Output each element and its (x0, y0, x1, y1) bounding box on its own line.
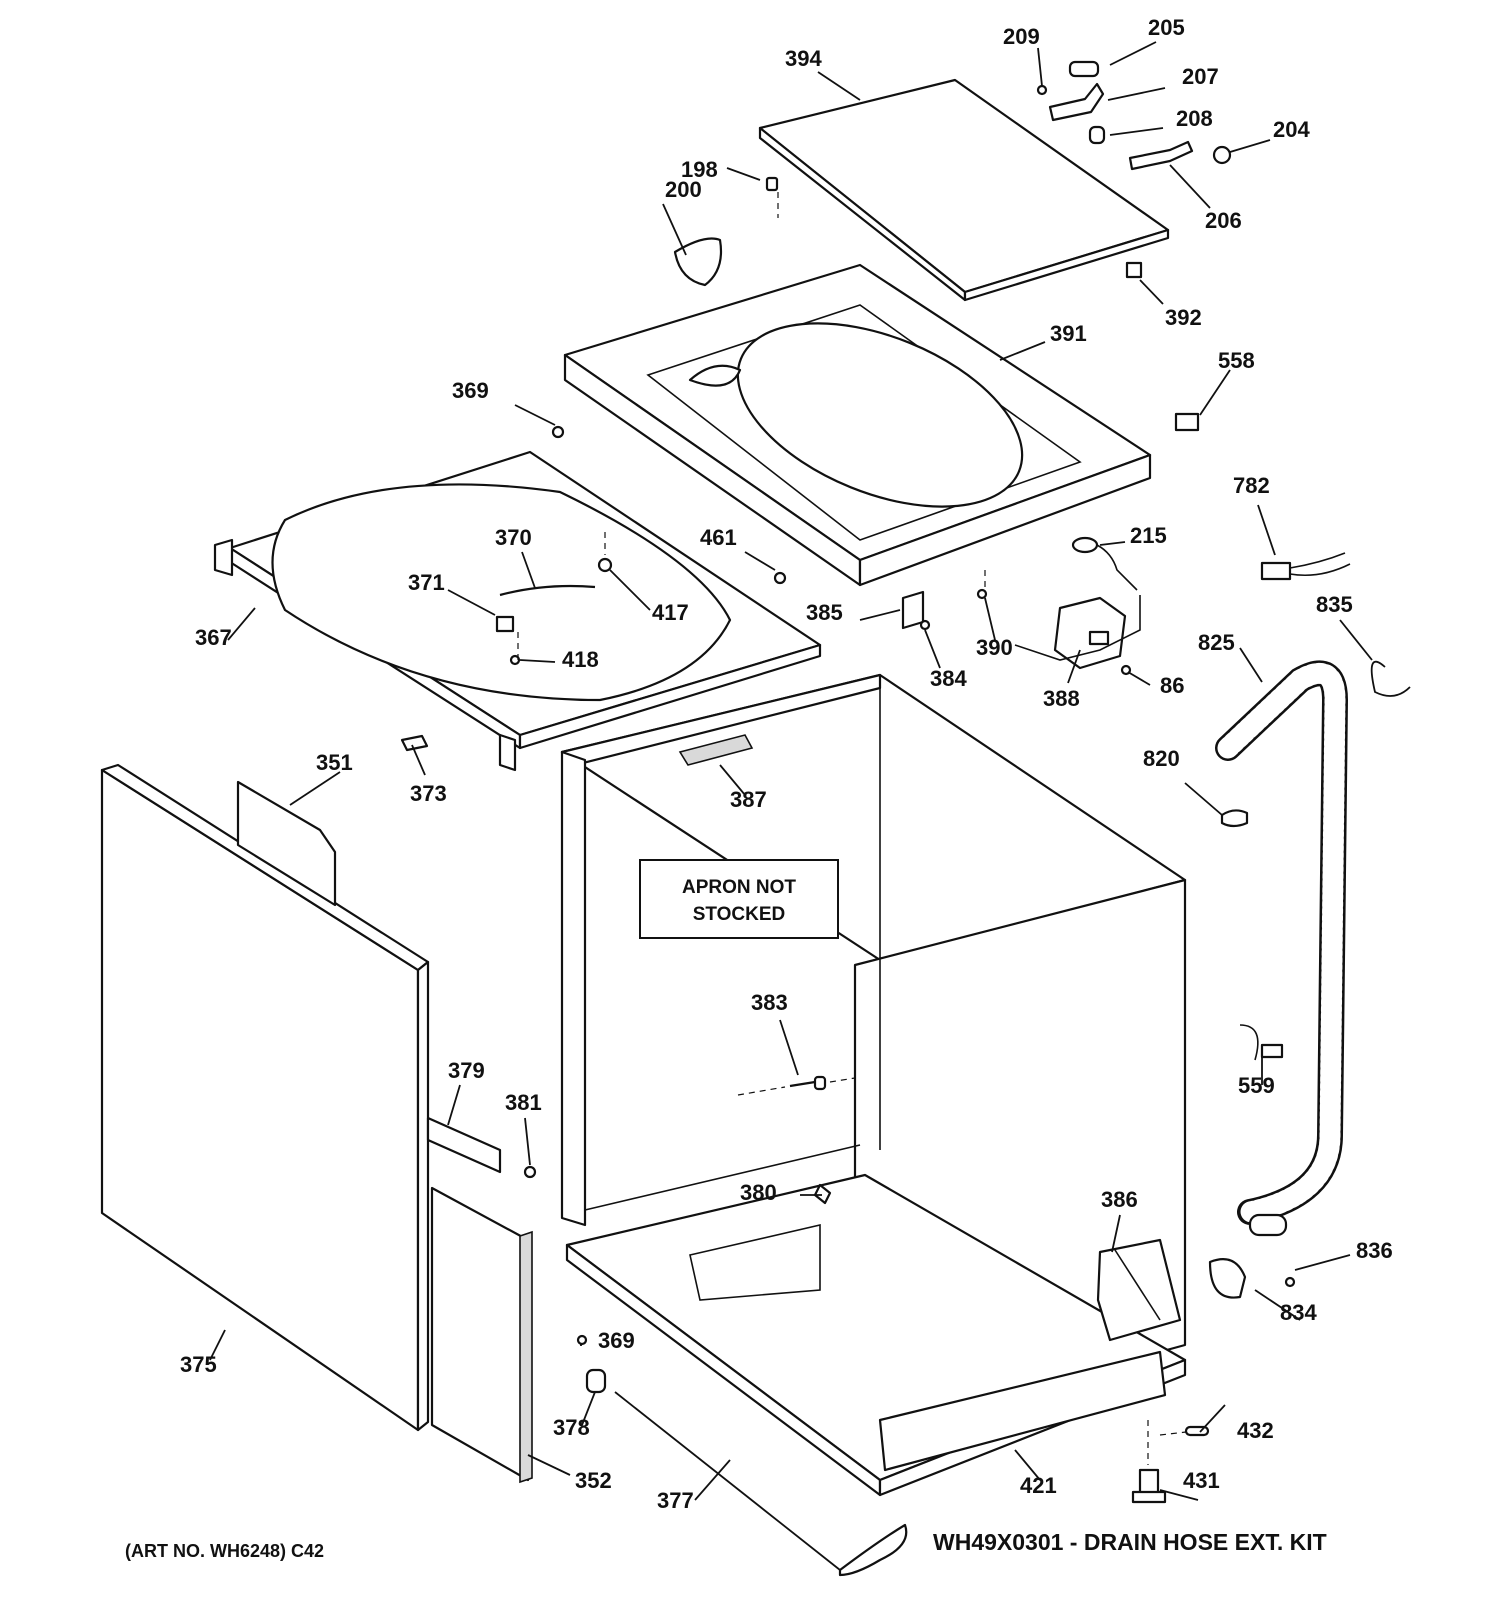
label-377: 377 (657, 1488, 694, 1513)
rail-379 (426, 1116, 502, 1174)
label-378: 378 (553, 1415, 590, 1440)
label-388: 388 (1043, 686, 1080, 711)
label-834: 834 (1280, 1300, 1317, 1325)
drain-hose-kit-note: WH49X0301 - DRAIN HOSE EXT. KIT (933, 1529, 1327, 1555)
leader-lines (209, 41, 1373, 1501)
label-205: 205 (1148, 15, 1185, 40)
label-386: 386 (1101, 1187, 1138, 1212)
toe-panel-352 (430, 1186, 533, 1484)
label-390: 390 (976, 635, 1013, 660)
top-cover-391 (563, 263, 1152, 587)
label-207: 207 (1182, 64, 1219, 89)
insulation-351 (236, 780, 337, 907)
art-number: (ART NO. WH6248) C42 (125, 1541, 324, 1561)
label-209: 209 (1003, 24, 1040, 49)
assembly-lines (517, 192, 1187, 1465)
label-206: 206 (1205, 208, 1242, 233)
label-825: 825 (1198, 630, 1235, 655)
cabinet-body (560, 673, 1187, 1497)
label-371: 371 (408, 570, 445, 595)
label-373: 373 (410, 781, 447, 806)
part-labels: 394 209 205 207 208 204 206 198 200 392 … (180, 15, 1393, 1513)
label-432: 432 (1237, 1418, 1274, 1443)
label-461: 461 (700, 525, 737, 550)
front-panel-375 (100, 763, 430, 1432)
drain-hose-825 (1215, 660, 1349, 1225)
label-835: 835 (1316, 592, 1353, 617)
label-820: 820 (1143, 746, 1180, 771)
label-782: 782 (1233, 473, 1270, 498)
apron-note-line2: STOCKED (693, 904, 786, 925)
label-421: 421 (1020, 1473, 1057, 1498)
shield-386 (1096, 1238, 1182, 1342)
label-86: 86 (1160, 673, 1184, 698)
small-parts (400, 60, 1411, 1504)
apron-note-box: APRON NOT STOCKED (639, 859, 839, 939)
label-352: 352 (575, 1468, 612, 1493)
lid-394 (758, 78, 1170, 302)
label-369a: 369 (452, 378, 489, 403)
label-418: 418 (562, 647, 599, 672)
strap-377 (838, 1523, 908, 1577)
label-383: 383 (751, 990, 788, 1015)
label-198: 198 (681, 157, 718, 182)
bracket-387 (678, 734, 754, 766)
label-836: 836 (1356, 1238, 1393, 1263)
label-391: 391 (1050, 321, 1087, 346)
label-558: 558 (1218, 348, 1255, 373)
label-380: 380 (740, 1180, 777, 1205)
label-392: 392 (1165, 305, 1202, 330)
label-369b: 369 (598, 1328, 635, 1353)
label-367: 367 (195, 625, 232, 650)
apron-note-line1: APRON NOT (682, 877, 796, 898)
label-351: 351 (316, 750, 353, 775)
label-379: 379 (448, 1058, 485, 1083)
label-200: 200 (665, 177, 702, 202)
label-370: 370 (495, 525, 532, 550)
label-417: 417 (652, 600, 689, 625)
label-385: 385 (806, 600, 843, 625)
label-204: 204 (1273, 117, 1310, 142)
label-381: 381 (505, 1090, 542, 1115)
label-208: 208 (1176, 106, 1213, 131)
label-394: 394 (785, 46, 822, 71)
label-431: 431 (1183, 1468, 1220, 1493)
label-375: 375 (180, 1352, 217, 1377)
tub-support-367 (213, 450, 822, 772)
label-215: 215 (1130, 523, 1167, 548)
label-384: 384 (930, 666, 967, 691)
label-559: 559 (1238, 1073, 1275, 1098)
label-387: 387 (730, 787, 767, 812)
